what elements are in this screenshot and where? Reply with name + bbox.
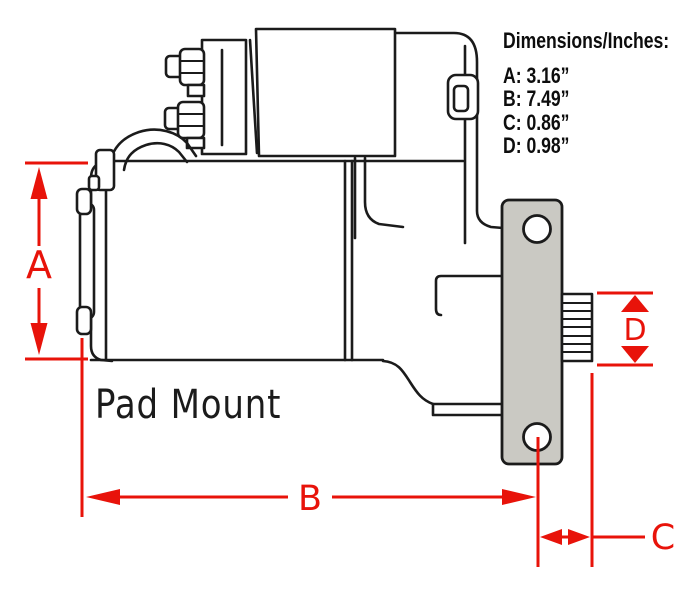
dim-d-arrowhead-down-icon xyxy=(621,346,649,363)
dim-c-arrowhead-left-icon xyxy=(540,529,562,545)
pad-bracket xyxy=(434,274,504,317)
dimension-b xyxy=(80,338,540,567)
end-cap-band xyxy=(78,201,96,321)
through-bolt-lower xyxy=(75,305,93,336)
nut-facet-lines xyxy=(178,60,204,127)
legend-title: Dimensions/Inches: xyxy=(503,29,669,53)
cable-connector-foot xyxy=(87,174,101,192)
dim-b-arrowhead-right-icon xyxy=(502,489,536,505)
part-caption: Pad Mount xyxy=(95,381,281,427)
legend-item-d: D: 0.98” xyxy=(503,134,569,158)
spline-threads xyxy=(562,302,592,353)
cable-outer-curve xyxy=(108,128,198,165)
solenoid-rear-bracket-curve xyxy=(363,156,405,229)
dim-a-arrowhead-down-icon xyxy=(30,323,48,355)
dimension-a xyxy=(25,161,88,361)
legend-item-c: C: 0.86” xyxy=(503,111,569,135)
drive-housing-curve xyxy=(381,359,435,406)
dim-b-arrowhead-left-icon xyxy=(86,489,120,505)
solenoid-bevel-line xyxy=(248,38,259,155)
dim-c-arrowhead-right-icon xyxy=(568,529,590,545)
dim-b-label: B xyxy=(298,479,322,519)
nose-neck xyxy=(431,402,505,417)
motor-body-joint-lines xyxy=(343,159,354,362)
rear-housing-outer-edge xyxy=(393,31,505,230)
terminal-nut-lower xyxy=(176,100,206,140)
dim-c-label: C xyxy=(651,518,675,558)
pad-hole-top xyxy=(522,214,552,244)
through-bolt-upper xyxy=(75,187,93,216)
dim-a-label: A xyxy=(26,243,52,287)
legend-item-b: B: 7.49” xyxy=(503,87,569,111)
dimension-d xyxy=(597,291,653,367)
terminal-nut-upper xyxy=(178,47,206,87)
dim-a-arrowhead-up-icon xyxy=(30,167,48,199)
rear-clip-window xyxy=(452,84,470,113)
starter-motor-line-art xyxy=(75,27,594,466)
terminal-washer-upper xyxy=(186,83,206,98)
dim-d-arrowhead-up-icon xyxy=(621,295,649,312)
cable-inner-curve xyxy=(122,141,189,172)
cable-connector-block xyxy=(94,148,116,192)
dimension-c xyxy=(540,373,645,567)
dimension-callouts xyxy=(25,161,653,567)
dim-d-label: D xyxy=(623,313,646,348)
solenoid-front-cap xyxy=(200,38,248,156)
rear-clip xyxy=(446,73,480,121)
solenoid-terminals xyxy=(163,47,206,150)
legend-item-a: A: 3.16” xyxy=(503,64,569,88)
solenoid-body xyxy=(254,27,397,158)
dimensions-legend: Dimensions/Inches: A: 3.16” B: 7.49” C: … xyxy=(503,29,669,158)
